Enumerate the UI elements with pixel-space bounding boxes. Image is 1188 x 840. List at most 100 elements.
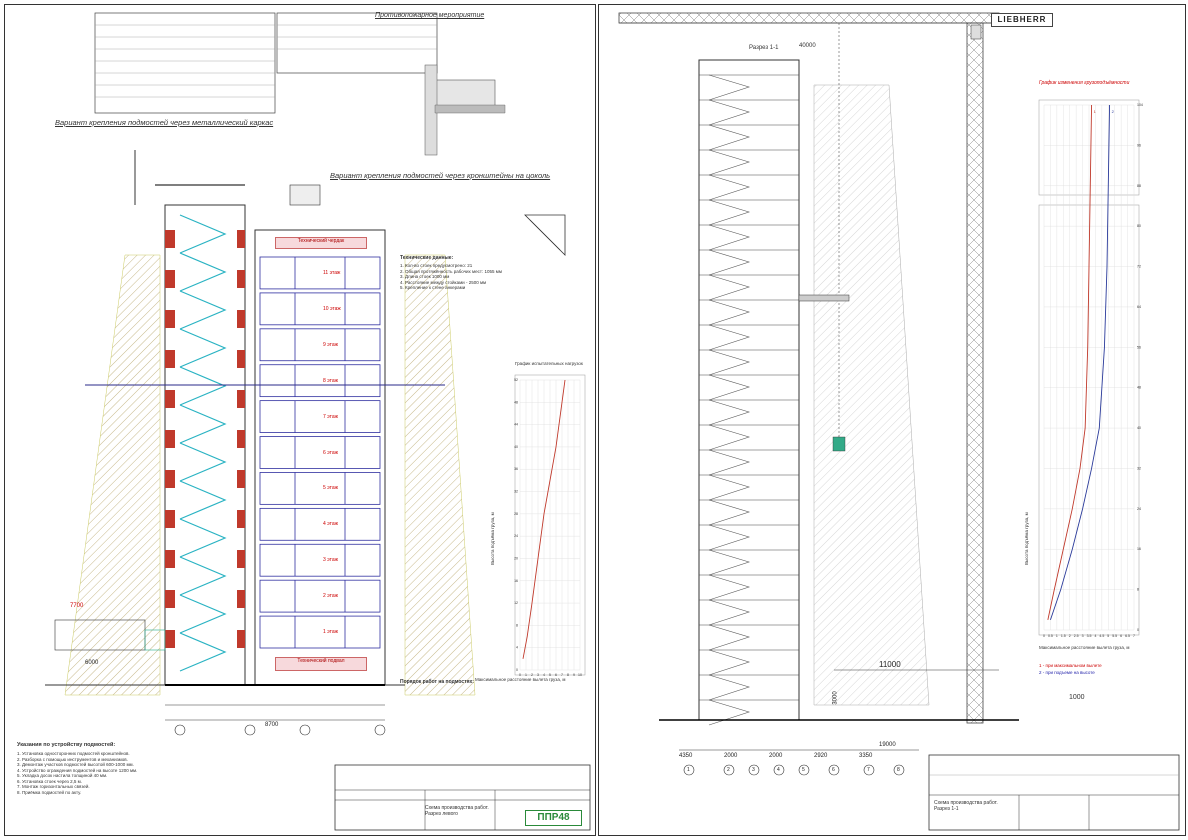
floor-row (259, 400, 381, 433)
x-tick-label: 6.5 (1125, 634, 1130, 638)
bottom-dim: 2000 (769, 753, 783, 759)
right-chart-ylabel: Высота подъёма груза, м (1024, 512, 1029, 565)
dim-6000: 6000 (85, 660, 99, 666)
stair-flight (179, 214, 227, 254)
x-tick-label: 3 (1082, 634, 1084, 638)
axis-bubble-label: 4 (777, 767, 780, 773)
floor-label: 1 этаж (323, 629, 338, 636)
y-tick-label: 36 (514, 467, 518, 471)
x-tick-label: 5.5 (1112, 634, 1117, 638)
brick-block (237, 390, 245, 408)
y-tick-label: 44 (514, 423, 518, 427)
brick-block (165, 590, 175, 608)
brick-block (237, 230, 245, 248)
brick-block (165, 510, 175, 528)
brick-block (165, 350, 175, 368)
brick-block (237, 510, 245, 528)
y-tick-label: 52 (514, 378, 518, 382)
brick-block (165, 270, 175, 288)
floor-label: 11 этаж (323, 269, 341, 276)
stair-flight (708, 399, 751, 426)
x-tick-label: 1 (525, 673, 527, 677)
axis-bubble (828, 764, 840, 776)
stair-flight (708, 74, 751, 101)
axis-bubble (723, 764, 735, 776)
tech-floor-label: Технический чердак (275, 237, 367, 249)
brick-block (237, 310, 245, 328)
axis-bubble (748, 764, 760, 776)
stair-flight (708, 674, 751, 701)
y-tick-label: 104 (1137, 103, 1143, 107)
dim-8700: 8700 (265, 722, 279, 728)
note-item: 2. Общая протяжённость рабочих мест: 105… (400, 268, 502, 274)
elevation-top: 40000 (799, 43, 816, 49)
series-line (1050, 104, 1111, 621)
ppr48-logo: ППР48 (525, 810, 582, 826)
y-tick-label: 16 (1137, 547, 1141, 551)
stair-flight (708, 124, 751, 151)
floor-row (259, 292, 381, 326)
stair-flight (708, 149, 751, 176)
x-tick-label: 9 (573, 673, 575, 677)
series-label: 2 (1112, 109, 1115, 114)
axis-bubble-label: 7 (867, 767, 870, 773)
floor-row (259, 472, 381, 505)
y-tick-label: 12 (514, 601, 518, 605)
y-tick-label: 0 (516, 668, 518, 672)
y-tick-label: 48 (514, 400, 518, 404)
brick-block (237, 270, 245, 288)
liebherr-brand: LIEBHERR (991, 13, 1053, 27)
bottom-dim: 2000 (724, 753, 738, 759)
y-tick-label: 56 (1137, 345, 1141, 349)
axis-bubble-label: 6 (832, 767, 835, 773)
x-tick-label: 7 (1133, 634, 1135, 638)
y-tick-label: 48 (1137, 386, 1141, 390)
stair-flight (708, 624, 751, 651)
y-tick-label: 96 (1137, 143, 1141, 147)
left-top-title: Противопожарное мероприятие (375, 12, 485, 19)
floor-label: 7 этаж (323, 413, 338, 420)
note-item: 6. Установка стоек через 2,5 м. (17, 778, 82, 784)
stair-flight (179, 328, 227, 368)
stair-flight (179, 518, 227, 558)
note-item: 2. Разборка с помощью инструментов и мех… (17, 756, 128, 762)
bottom-notes-title: Порядок работ на подмостях: (400, 679, 474, 685)
note-item: 4. Расстояние между стойками - 2500 мм (400, 279, 487, 285)
note-item: 1. Кол-во стоек предусмотрено: 21 (400, 263, 473, 268)
x-tick-label: 6 (555, 673, 557, 677)
floor-label: 2 этаж (323, 593, 338, 600)
note-item: 3. Длина стоек 1000 мм (400, 274, 450, 279)
brick-block (237, 590, 245, 608)
right-chart-xlabel: Максимальное расстояние вылета груза, м (1039, 645, 1130, 650)
stair-flight (708, 199, 751, 226)
bottom-dim: 4350 (679, 753, 693, 759)
stair-flight (708, 349, 751, 376)
x-tick-label: 2.5 (1074, 634, 1079, 638)
stair-flight (708, 599, 751, 626)
floor-row (259, 436, 381, 469)
x-tick-label: 2 (1069, 634, 1071, 638)
stair-flight (708, 224, 751, 251)
axis-bubble (174, 724, 186, 736)
floor-row (259, 615, 381, 649)
stair-flight (179, 366, 227, 406)
floor-row (259, 543, 381, 577)
brick-block (237, 550, 245, 568)
total-width: 19000 (879, 742, 896, 748)
section-title: Разрез 1-1 (749, 45, 779, 51)
dim-3000: 3000 (832, 691, 839, 705)
floor-label: 10 этаж (323, 305, 341, 312)
x-tick-label: 10 (578, 673, 582, 677)
floor-label: 8 этаж (323, 377, 338, 384)
bottom-dim: 2920 (814, 753, 828, 759)
floor-row (259, 364, 381, 398)
x-tick-label: 4 (1094, 634, 1096, 638)
stair-flight (179, 594, 227, 634)
x-tick-label: 0 (519, 673, 521, 677)
stair-flight (708, 424, 751, 451)
axis-bubble (893, 764, 905, 776)
x-tick-label: 5 (549, 673, 551, 677)
